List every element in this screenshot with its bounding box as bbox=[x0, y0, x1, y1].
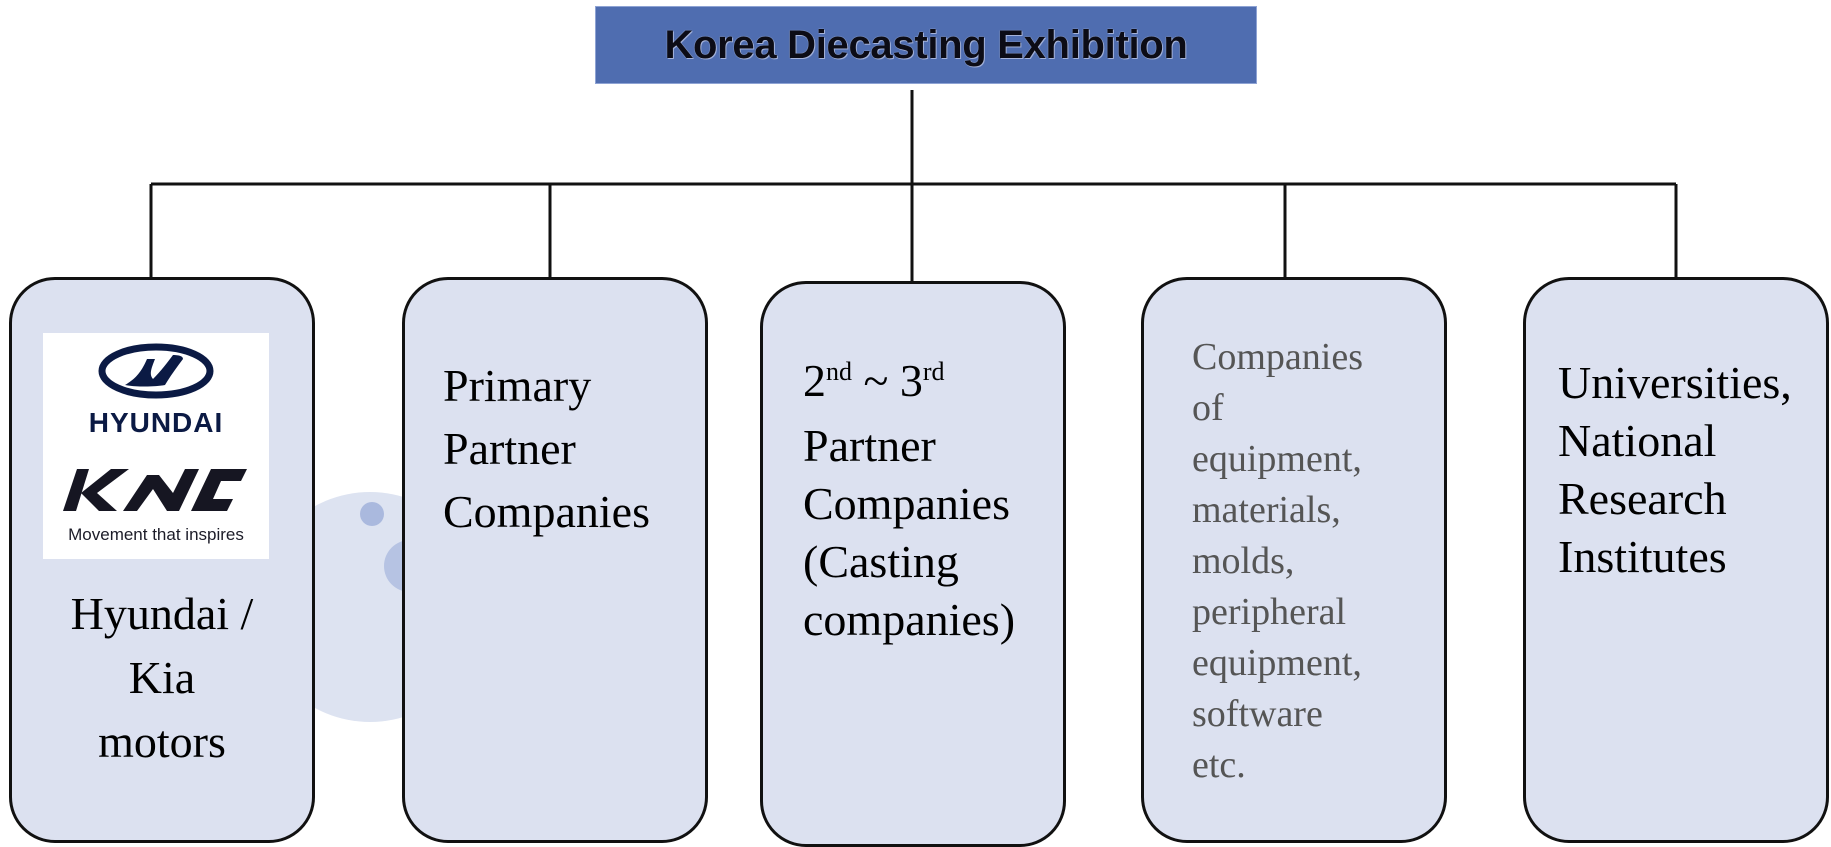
tilde: ~ bbox=[852, 355, 900, 406]
hyundai-logo-icon: HYUNDAI bbox=[89, 343, 224, 438]
label-line: molds, bbox=[1192, 540, 1295, 582]
kia-logo-icon bbox=[63, 469, 247, 511]
superscript-nd: nd bbox=[826, 357, 852, 386]
label-line-ordinals: 2nd ~ 3rd bbox=[803, 352, 1015, 417]
label-line: Primary bbox=[443, 360, 592, 411]
label-line: motors bbox=[98, 716, 226, 767]
label-line: Institutes bbox=[1558, 531, 1727, 582]
diagram-title: Korea Diecasting Exhibition bbox=[664, 22, 1188, 67]
hyundai-kia-logo: HYUNDAI Movement that inspires bbox=[43, 333, 269, 559]
label-line: of bbox=[1192, 387, 1224, 429]
node-primary-partners-label: Primary Partner Companies bbox=[443, 354, 650, 543]
label-line: software bbox=[1192, 693, 1323, 735]
label-line: materials, bbox=[1192, 489, 1341, 531]
label-line: Kia bbox=[128, 652, 196, 703]
label-line: companies) bbox=[803, 594, 1016, 645]
label-line: Universities, bbox=[1558, 357, 1792, 408]
node-equipment-companies-label: Companies of equipment, materials, molds… bbox=[1192, 332, 1363, 791]
label-line: Partner bbox=[443, 423, 576, 474]
label-line: Companies bbox=[803, 478, 1010, 529]
ordinal-3: 3 bbox=[899, 355, 923, 406]
superscript-rd: rd bbox=[922, 357, 945, 386]
node-hyundai-kia-label: Hyundai / Kia motors bbox=[12, 582, 312, 774]
node-equipment-companies: Companies of equipment, materials, molds… bbox=[1141, 277, 1447, 843]
label-line: Hyundai / bbox=[70, 588, 254, 639]
label-line: National bbox=[1558, 415, 1717, 466]
label-line: equipment, bbox=[1192, 438, 1362, 480]
hyundai-wordmark: HYUNDAI bbox=[89, 407, 224, 438]
node-hyundai-kia: HYUNDAI Movement that inspires Hyundai /… bbox=[9, 277, 315, 843]
title-box: Korea Diecasting Exhibition bbox=[595, 6, 1257, 84]
node-universities-label: Universities, National Research Institut… bbox=[1558, 354, 1792, 586]
label-line: equipment, bbox=[1192, 642, 1362, 684]
node-universities: Universities, National Research Institut… bbox=[1523, 277, 1829, 843]
label-line: Partner bbox=[803, 420, 936, 471]
label-line: (Casting bbox=[803, 536, 959, 587]
ordinal-2: 2 bbox=[803, 355, 826, 406]
node-primary-partners: Primary Partner Companies bbox=[402, 277, 708, 843]
node-second-third-partners: 2nd ~ 3rd Partner Companies (Casting com… bbox=[760, 281, 1066, 847]
label-line: Research bbox=[1558, 473, 1727, 524]
label-line: peripheral bbox=[1192, 591, 1347, 633]
label-line: Companies bbox=[443, 486, 650, 537]
node-second-third-partners-label: 2nd ~ 3rd Partner Companies (Casting com… bbox=[803, 352, 1015, 649]
kia-tagline: Movement that inspires bbox=[68, 525, 244, 544]
label-line: Companies bbox=[1192, 336, 1363, 378]
label-line: etc. bbox=[1192, 744, 1246, 786]
decorative-dot bbox=[360, 502, 384, 526]
